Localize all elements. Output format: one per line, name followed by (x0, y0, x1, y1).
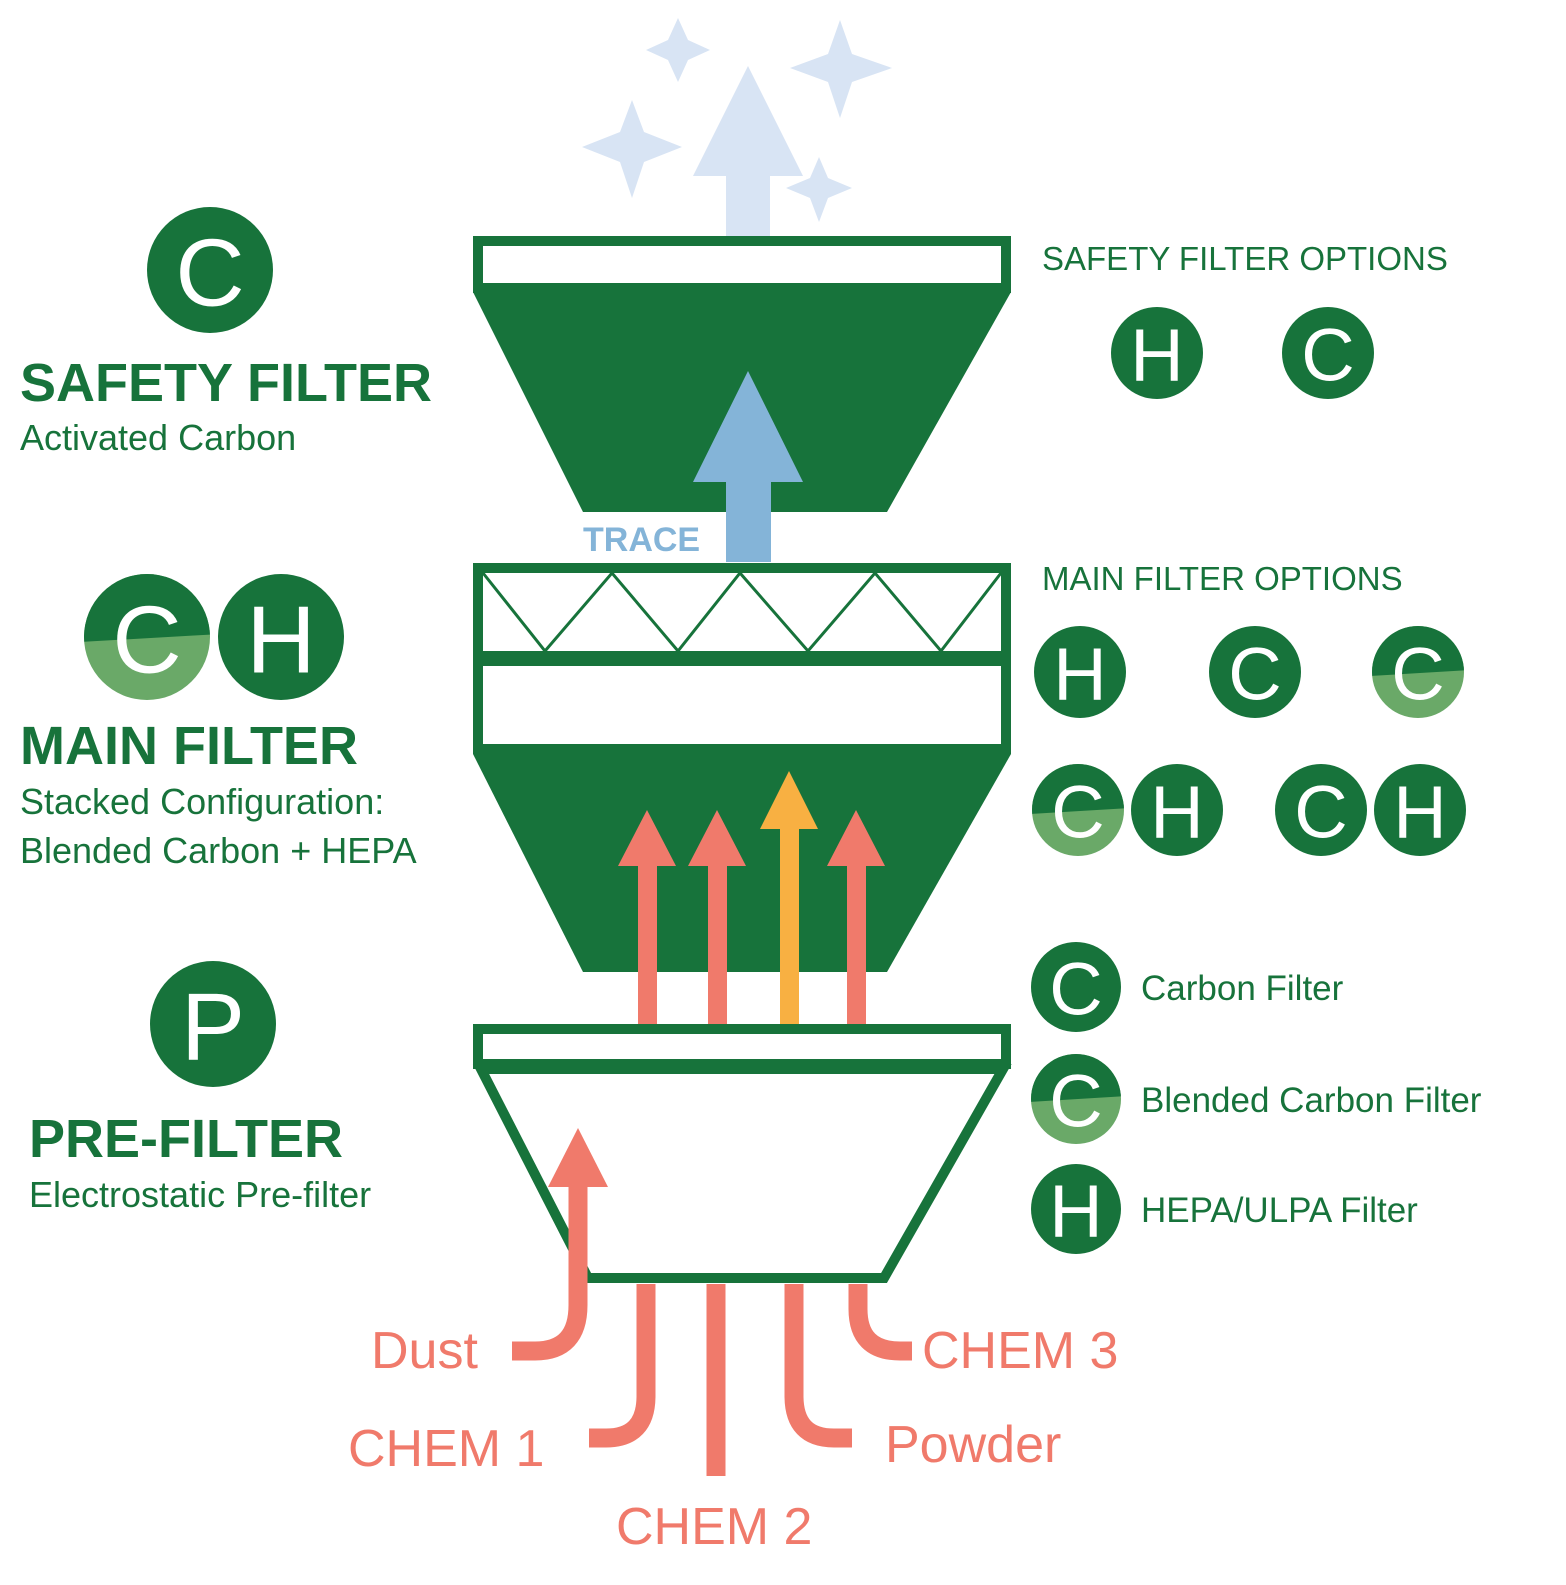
chem3-stream (848, 1284, 912, 1361)
pre-filter-label-group: P PRE-FILTER Electrostatic Pre-filter (29, 961, 371, 1215)
carbon-badge-letter: C (175, 220, 244, 327)
flow-arrow-chem (688, 810, 746, 1024)
blended-carbon-option-letter: C (1051, 771, 1104, 854)
input-label-dust: Dust (371, 1322, 478, 1380)
main-filter-title: MAIN FILTER (20, 716, 358, 776)
hepa-option-badge (1034, 626, 1126, 718)
carbon-option-badge (1275, 764, 1367, 856)
chem1-stream (589, 1284, 656, 1448)
carbon-legend-badge (1031, 942, 1121, 1032)
filter-legend: C Carbon Filter C Blended Carbon Filter … (1031, 942, 1482, 1254)
hepa-legend-letter: H (1049, 1170, 1102, 1253)
carbon-option-letter: C (1301, 314, 1354, 397)
main-filter-label-group: C H MAIN FILTER Stacked Configuration: B… (20, 574, 417, 871)
pleat-zigzag (481, 570, 1003, 654)
hepa-badge-letter: H (246, 587, 315, 694)
clean-air-arrow (693, 66, 803, 236)
pre-filter-body (472, 1064, 1012, 1283)
main-filter-pleated-layer (473, 563, 1011, 661)
flow-arrows (618, 771, 885, 1024)
safety-filter-label-group: C SAFETY FILTER Activated Carbon (20, 207, 432, 458)
hepa-option-letter: H (1393, 771, 1446, 854)
input-label-chem3: CHEM 3 (922, 1322, 1118, 1380)
carbon-option-letter: C (1294, 771, 1347, 854)
trace-arrow (693, 371, 803, 562)
hepa-option-badge (1374, 764, 1466, 856)
safety-filter-subtitle: Activated Carbon (20, 417, 296, 458)
carbon-option-letter: C (1228, 633, 1281, 716)
flow-arrow-chem (827, 810, 885, 1024)
sparkle-icon (790, 20, 892, 118)
dust-stream (512, 1183, 588, 1361)
pre-filter-subtitle: Electrostatic Pre-filter (29, 1174, 371, 1215)
trace-label: TRACE (583, 521, 700, 559)
main-filter-options: MAIN FILTER OPTIONS H C C C H C H (1032, 560, 1466, 856)
prefilter-badge (150, 961, 276, 1087)
hepa-legend-badge (1031, 1164, 1121, 1254)
prefilter-badge-letter: P (181, 974, 245, 1081)
powder-stream (784, 1284, 852, 1448)
hepa-option-letter: H (1053, 633, 1106, 716)
clean-air-output (582, 18, 892, 236)
legend-label-hepa: HEPA/ULPA Filter (1141, 1191, 1418, 1230)
main-filter-housing (473, 563, 1011, 972)
safety-filter-cap (473, 236, 1011, 293)
pre-filter-cap (473, 1024, 1011, 1069)
pre-filter-housing (472, 1024, 1012, 1283)
input-label-chem2: CHEM 2 (616, 1498, 812, 1556)
input-label-powder: Powder (885, 1416, 1061, 1474)
sparkle-icon (582, 100, 682, 198)
pre-filter-title: PRE-FILTER (29, 1109, 343, 1169)
flow-arrow-trace (760, 771, 818, 1024)
input-label-chem1: CHEM 1 (348, 1420, 544, 1478)
input-streams: Dust CHEM 1 CHEM 2 CHEM 3 Powder (348, 1128, 1118, 1556)
main-filter-subtitle-line2: Blended Carbon + HEPA (20, 830, 417, 871)
blended-carbon-badge: C (84, 574, 210, 700)
legend-item-carbon: C Carbon Filter (1031, 942, 1344, 1032)
sparkle-icon (786, 157, 852, 222)
blended-carbon-option-badge: C (1372, 626, 1464, 718)
blended-carbon-option-letter: C (1391, 633, 1444, 716)
legend-label-blended-carbon: Blended Carbon Filter (1141, 1081, 1482, 1120)
flow-arrow-chem (618, 810, 676, 1024)
safety-filter-title: SAFETY FILTER (20, 353, 432, 413)
blended-carbon-badge-letter: C (112, 587, 181, 694)
safety-filter-options-heading: SAFETY FILTER OPTIONS (1042, 240, 1448, 277)
legend-label-carbon: Carbon Filter (1141, 969, 1344, 1008)
hepa-option-badge (1131, 764, 1223, 856)
hepa-option-letter: H (1130, 314, 1183, 397)
hepa-option-badge (1111, 307, 1203, 399)
main-filter-subtitle-line1: Stacked Configuration: (20, 781, 384, 822)
blended-carbon-option-badge: C (1032, 764, 1124, 856)
blended-carbon-legend-letter: C (1049, 1060, 1102, 1143)
carbon-badge (147, 207, 273, 333)
hepa-badge (218, 574, 344, 700)
safety-filter-options: SAFETY FILTER OPTIONS H C (1042, 240, 1448, 399)
legend-item-blended-carbon: C Blended Carbon Filter (1031, 1054, 1482, 1144)
carbon-option-badge (1209, 626, 1301, 718)
main-filter-hepa-layer (473, 656, 1011, 754)
dust-arrow-head (548, 1128, 608, 1187)
hepa-option-letter: H (1150, 771, 1203, 854)
carbon-legend-letter: C (1049, 948, 1102, 1031)
main-filter-options-heading: MAIN FILTER OPTIONS (1042, 560, 1403, 597)
sparkle-icon (646, 18, 710, 82)
legend-item-hepa: H HEPA/ULPA Filter (1031, 1164, 1418, 1254)
carbon-option-badge (1282, 307, 1374, 399)
